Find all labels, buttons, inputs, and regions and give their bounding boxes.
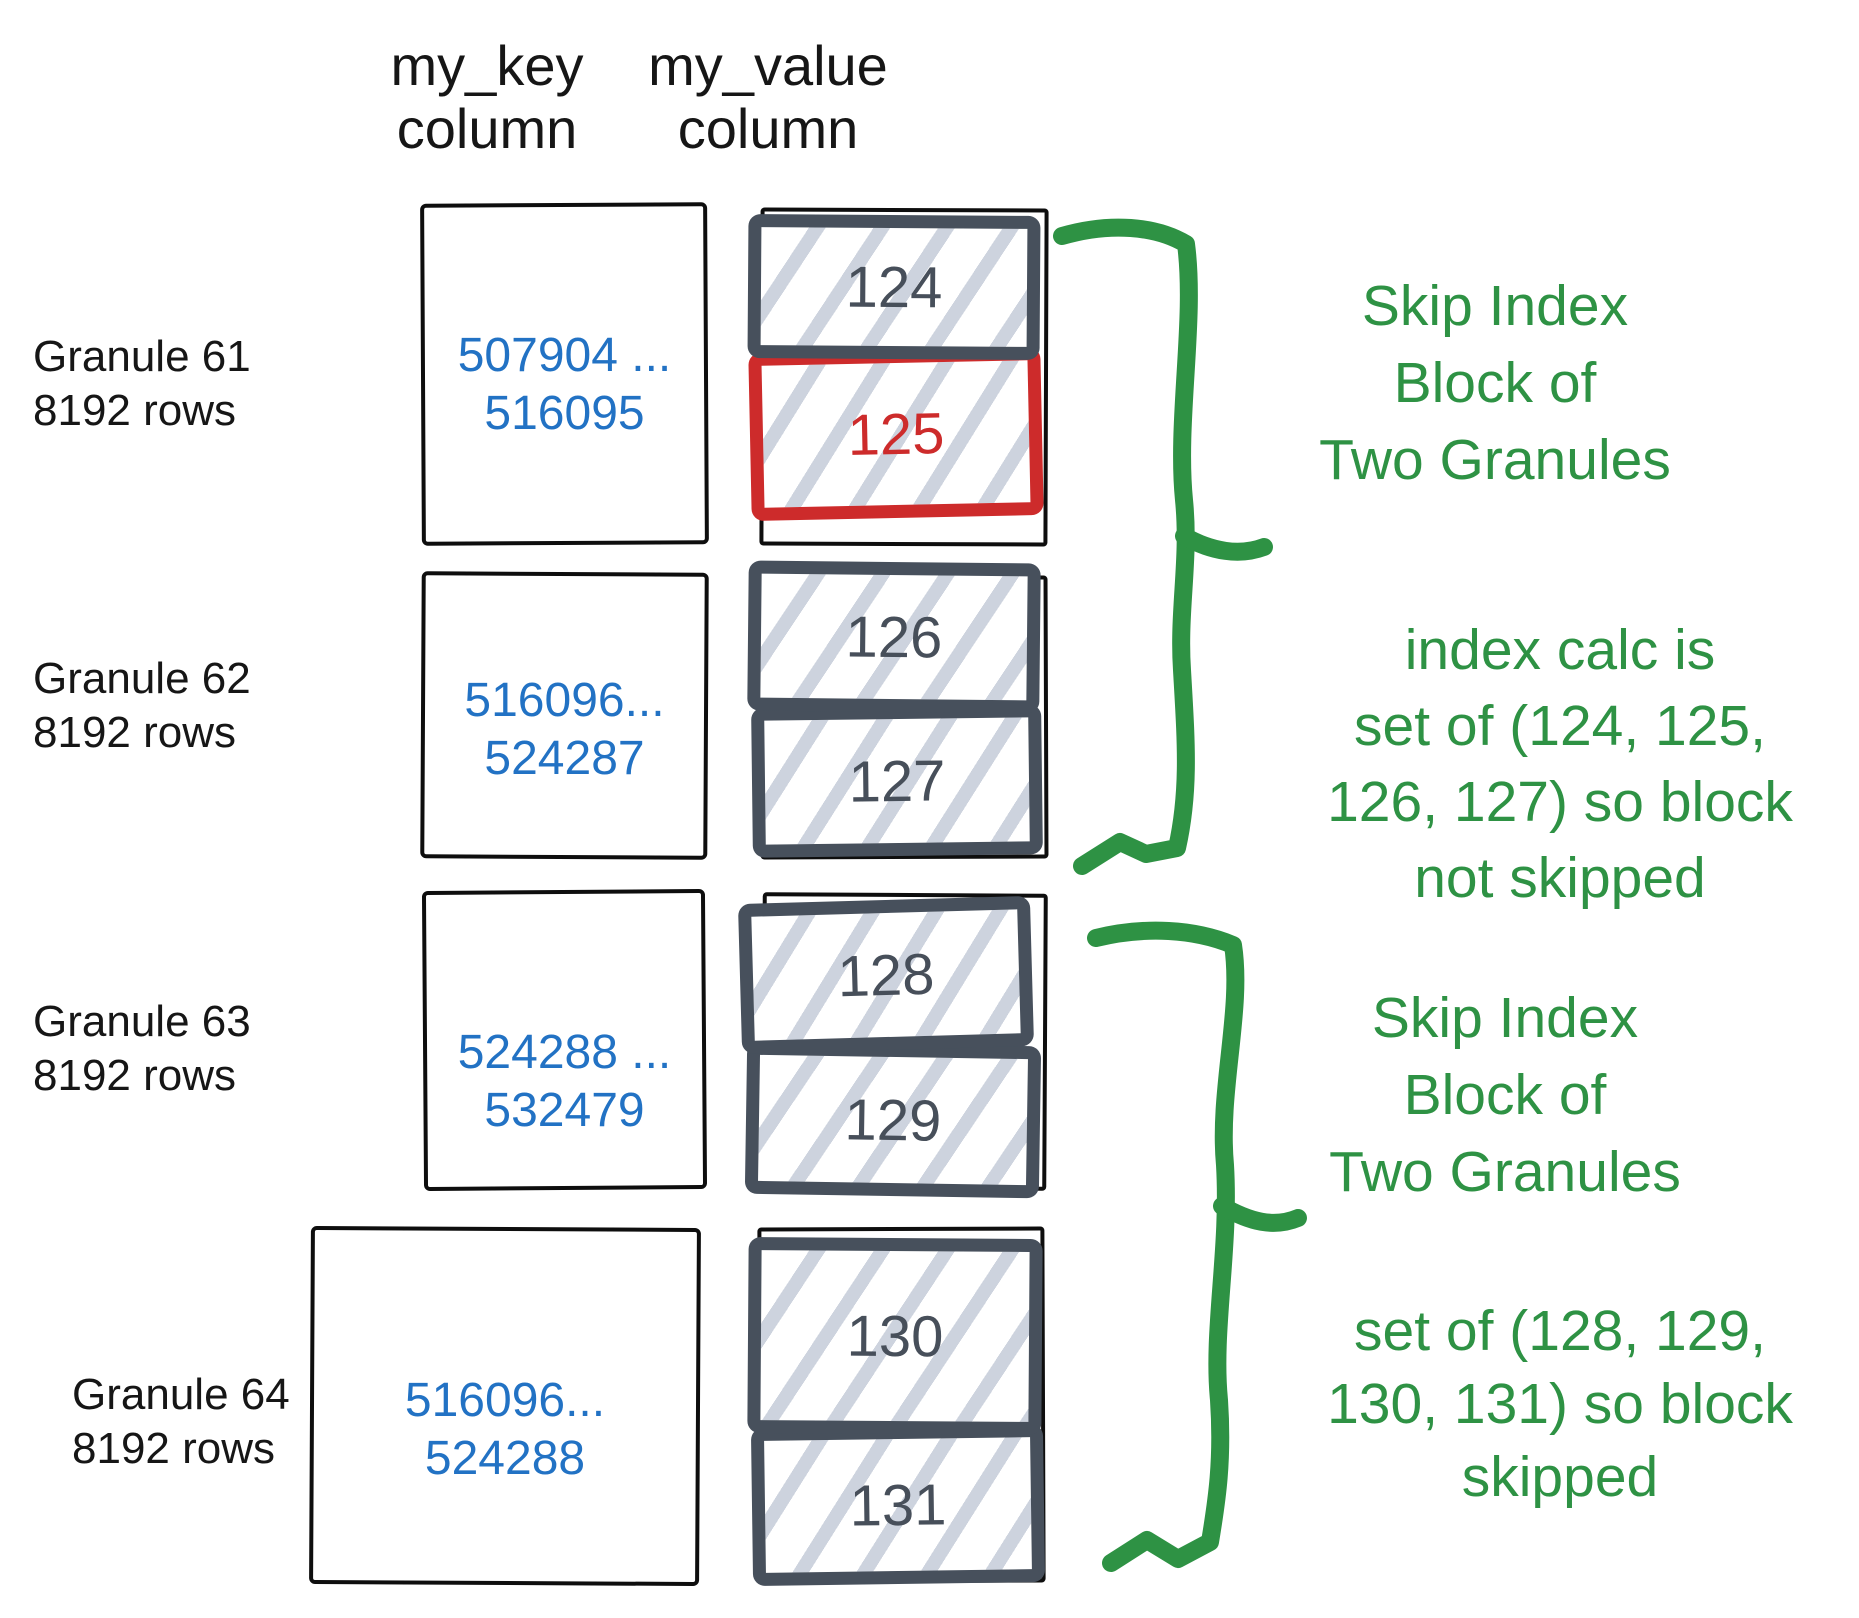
header-line: my_key — [390, 34, 584, 97]
key-range-end: 516095 — [484, 387, 645, 440]
bracket-bottom-tick — [1213, 1197, 1307, 1232]
annotation-line: set of (128, 129, — [1354, 1299, 1766, 1363]
annotation-not-skipped: index calc is set of (124, 125, 126, 127… — [1210, 612, 1859, 916]
my-value-column-header: my_value column — [618, 34, 918, 160]
annotation-skip-index-top: Skip Index Block of Two Granules — [1145, 268, 1845, 499]
annotation-line: Block of — [1393, 351, 1597, 415]
granule-name: Granule 62 — [33, 654, 251, 703]
my-key-column-header: my_key column — [337, 34, 637, 160]
key-range: 516096... 524287 — [421, 672, 708, 788]
key-range-end: 524288 — [424, 1432, 586, 1485]
granule-label: Granule 61 8192 rows — [33, 330, 251, 438]
annotation-line: Skip Index — [1371, 986, 1639, 1050]
annotation-skip-index-bottom: Skip Index Block of Two Granules — [1155, 980, 1855, 1211]
annotation-line: set of (124, 125, — [1354, 694, 1766, 758]
granule-label: Granule 62 8192 rows — [33, 652, 251, 760]
key-range-start: 516096... — [464, 674, 665, 727]
granule-rows: 8192 rows — [33, 1051, 237, 1100]
header-line: column — [677, 97, 859, 160]
key-range-start: 516096... — [404, 1374, 606, 1427]
annotation-line: Two Granules — [1329, 1140, 1681, 1204]
bracket-top-tick — [1175, 527, 1273, 561]
annotation-line: 126, 127) so block — [1327, 770, 1793, 834]
annotation-line: 130, 131) so block — [1327, 1372, 1793, 1436]
granule-name: Granule 64 — [72, 1370, 290, 1419]
header-line: my_value — [648, 34, 888, 97]
key-range-end: 524287 — [484, 732, 645, 785]
key-range: 516096... 524288 — [310, 1372, 700, 1488]
granule-rows: 8192 rows — [72, 1424, 276, 1473]
granule-name: Granule 63 — [33, 997, 251, 1046]
bracket-top-block — [1053, 218, 1198, 875]
header-line: column — [396, 97, 578, 160]
annotation-line: Two Granules — [1319, 428, 1671, 492]
annotation-line: Block of — [1403, 1063, 1607, 1127]
key-range-start: 524288 ... — [457, 1026, 672, 1079]
key-range-start: 507904 ... — [457, 329, 672, 382]
granule-rows: 8192 rows — [33, 386, 237, 435]
granule-rows: 8192 rows — [33, 708, 237, 757]
key-range-end: 532479 — [484, 1084, 645, 1137]
key-range: 507904 ... 516095 — [421, 327, 708, 443]
granule-label: Granule 63 8192 rows — [33, 995, 251, 1103]
bracket-bottom-block — [1087, 921, 1245, 1572]
annotation-line: not skipped — [1414, 846, 1706, 910]
granule-name: Granule 61 — [33, 332, 251, 381]
annotation-line: Skip Index — [1361, 274, 1629, 338]
annotation-line: index calc is — [1404, 618, 1716, 682]
annotation-line: skipped — [1461, 1445, 1659, 1509]
granule-label: Granule 64 8192 rows — [72, 1368, 290, 1476]
annotation-skipped: set of (128, 129, 130, 131) so block ski… — [1210, 1295, 1859, 1514]
key-range: 524288 ... 532479 — [423, 1024, 706, 1140]
